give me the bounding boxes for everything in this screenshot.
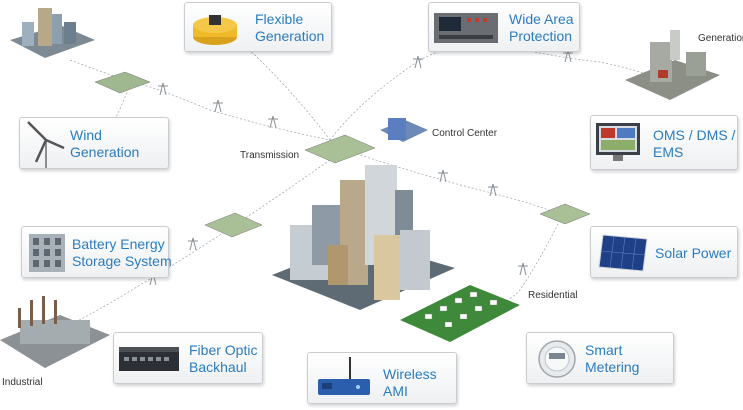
generation-tag: Generation bbox=[698, 33, 743, 44]
city-block-topleft bbox=[10, 8, 95, 58]
industrial-plant bbox=[0, 296, 110, 368]
solar-panel-icon bbox=[598, 234, 648, 272]
monitor-icon bbox=[596, 123, 640, 161]
fiber-optic-card[interactable]: Fiber Optic Backhaul bbox=[113, 332, 263, 384]
smart-metering-label: Smart Metering bbox=[585, 342, 640, 375]
wireless-ami-card[interactable]: Wireless AMI bbox=[307, 352, 457, 404]
protection-relay-icon bbox=[434, 13, 498, 43]
generator-icon bbox=[193, 15, 237, 45]
residential-tag: Residential bbox=[528, 290, 578, 301]
industrial-tag: Industrial bbox=[2, 377, 43, 388]
wind-generation-label: Wind Generation bbox=[70, 127, 140, 160]
residential-area bbox=[400, 285, 520, 342]
wide-area-protection-card[interactable]: Wide Area Protection bbox=[428, 2, 580, 52]
flexible-generation-label: Flexible Generation bbox=[255, 11, 325, 44]
oms-dms-ems-card[interactable]: OMS / DMS / EMS bbox=[590, 115, 738, 170]
wide-area-protection-label: Wide Area Protection bbox=[509, 11, 574, 44]
battery-storage-label: Battery Energy Storage System bbox=[72, 236, 172, 269]
smart-metering-card[interactable]: Smart Metering bbox=[526, 332, 674, 384]
wind-turbine-icon bbox=[27, 121, 65, 168]
solar-power-label: Solar Power bbox=[655, 245, 732, 261]
network-switch-icon bbox=[119, 347, 179, 371]
wireless-router-icon bbox=[318, 357, 370, 395]
generation-plant bbox=[625, 30, 720, 100]
control-center-building bbox=[380, 118, 428, 142]
central-city bbox=[272, 165, 455, 310]
wind-generation-card[interactable]: Wind Generation bbox=[19, 117, 169, 169]
smart-meter-icon bbox=[538, 340, 576, 378]
battery-building-icon bbox=[29, 234, 65, 272]
wireless-ami-label: Wireless AMI bbox=[383, 366, 437, 399]
control-center-tag: Control Center bbox=[432, 128, 498, 139]
fiber-optic-label: Fiber Optic Backhaul bbox=[189, 342, 258, 375]
oms-dms-ems-label: OMS / DMS / EMS bbox=[653, 127, 736, 160]
transmission-tag: Transmission bbox=[240, 150, 300, 161]
battery-storage-card[interactable]: Battery Energy Storage System bbox=[21, 226, 172, 278]
solar-power-card[interactable]: Solar Power bbox=[590, 226, 738, 278]
substations bbox=[94, 71, 591, 238]
flexible-generation-card[interactable]: Flexible Generation bbox=[184, 2, 332, 52]
